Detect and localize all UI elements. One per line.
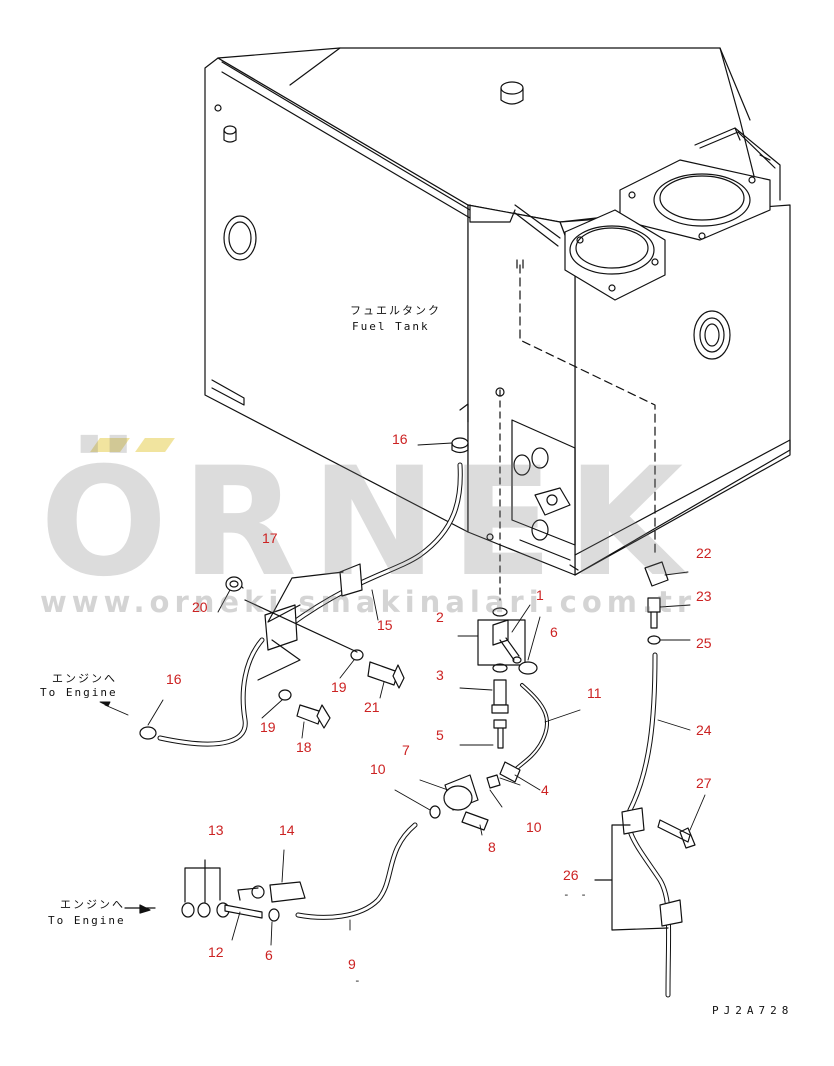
callout-10a: 10 <box>370 761 386 777</box>
callout-4: 4 <box>541 782 549 798</box>
watermark-brand: ÖRNEK <box>40 436 698 610</box>
valve-7-group <box>295 774 489 920</box>
callout-25: 25 <box>696 635 712 651</box>
engine-label-2-en: To Engine <box>48 914 126 927</box>
callout-13: 13 <box>208 822 224 838</box>
callout-5: 5 <box>436 727 444 743</box>
watermark-url: www.orneki smakinalari.com.tr <box>40 585 697 619</box>
callout-9: 9 <box>348 956 356 972</box>
fuel-tank <box>204 47 791 601</box>
callout-26: 26 <box>563 867 579 883</box>
callout-16b: 16 <box>166 671 182 687</box>
leader-lines <box>99 442 706 946</box>
callout-17: 17 <box>262 530 278 546</box>
callout-23: 23 <box>696 588 712 604</box>
part-26-note: - - <box>563 888 589 901</box>
tank-label-en: Fuel Tank <box>352 320 430 333</box>
callout-27: 27 <box>696 775 712 791</box>
callout-15: 15 <box>377 617 393 633</box>
engine-label-1-en: To Engine <box>40 686 118 699</box>
tank-label-jp: フュエルタンク <box>350 304 441 317</box>
callout-21: 21 <box>364 699 380 715</box>
callout-20: 20 <box>192 599 208 615</box>
callout-7: 7 <box>402 742 410 758</box>
filler-neck-small <box>564 209 666 301</box>
return-line-group <box>594 561 696 998</box>
callout-6a: 6 <box>550 624 558 640</box>
callout-6b: 6 <box>265 947 273 963</box>
engine-label-1-jp: エンジンへ <box>52 672 117 685</box>
engine-label-2-jp: エンジンへ <box>60 898 125 911</box>
callout-3: 3 <box>436 667 444 683</box>
filler-neck-large <box>619 159 771 241</box>
callout-22: 22 <box>696 545 712 561</box>
callout-12: 12 <box>208 944 224 960</box>
callout-14: 14 <box>279 822 295 838</box>
drawing-code: PJ2A728 <box>712 1004 794 1017</box>
callout-8: 8 <box>488 839 496 855</box>
callout-2: 2 <box>436 609 444 625</box>
hose-15-group <box>139 437 469 747</box>
callout-19a: 19 <box>331 679 347 695</box>
callout-16a: 16 <box>392 431 408 447</box>
callout-10b: 10 <box>526 819 542 835</box>
drain-valve-group <box>477 607 550 789</box>
callout-18: 18 <box>296 739 312 755</box>
callout-11: 11 <box>587 685 602 701</box>
callout-24: 24 <box>696 722 712 738</box>
fittings-group <box>124 859 306 922</box>
callout-1: 1 <box>536 587 544 603</box>
part-9-note: - <box>354 974 363 987</box>
callout-19b: 19 <box>260 719 276 735</box>
